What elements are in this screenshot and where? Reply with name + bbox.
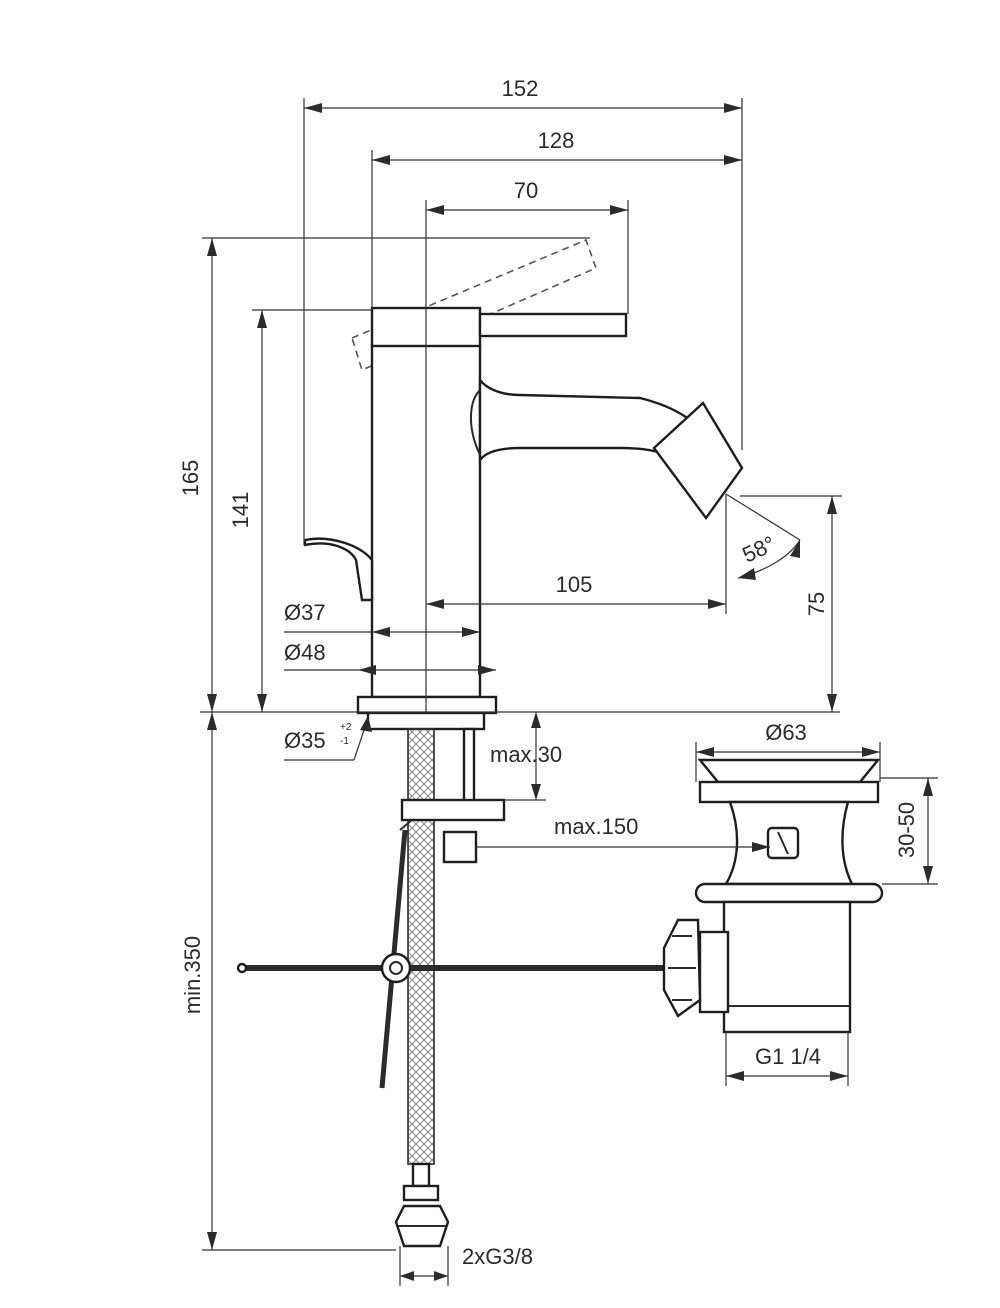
dim-g1-1-4: G1 1/4 <box>755 1044 821 1069</box>
dim-70: 70 <box>514 178 538 203</box>
dim-152: 152 <box>502 76 539 101</box>
dimension-lines <box>200 98 938 1286</box>
dim-max-150: max.150 <box>554 814 638 839</box>
waste-valve <box>662 758 884 1034</box>
dim-tolerance-minus: -1 <box>340 736 349 747</box>
dim-105: 105 <box>556 572 593 597</box>
mounting-assembly <box>236 727 664 1248</box>
dim-dia-37: Ø37 <box>284 600 326 625</box>
dim-58-deg: 58° <box>738 531 779 568</box>
dim-dia-63: Ø63 <box>765 720 807 745</box>
dim-dia-48: Ø48 <box>284 640 326 665</box>
dim-128: 128 <box>538 128 575 153</box>
dimension-labels: 152 128 70 165 141 105 58° 75 Ø37 Ø48 Ø3… <box>178 76 919 1269</box>
dim-max-30: max.30 <box>490 742 562 767</box>
dim-141: 141 <box>228 492 253 529</box>
dim-min-350: min.350 <box>180 936 205 1014</box>
dim-2xg3-8: 2xG3/8 <box>462 1244 533 1269</box>
dim-75: 75 <box>804 592 829 616</box>
dim-dia-35: Ø35 <box>284 728 326 753</box>
faucet-body <box>303 238 744 731</box>
dim-165: 165 <box>178 460 203 497</box>
dim-tolerance-plus: +2 <box>340 722 352 733</box>
dim-30-50: 30-50 <box>894 802 919 858</box>
